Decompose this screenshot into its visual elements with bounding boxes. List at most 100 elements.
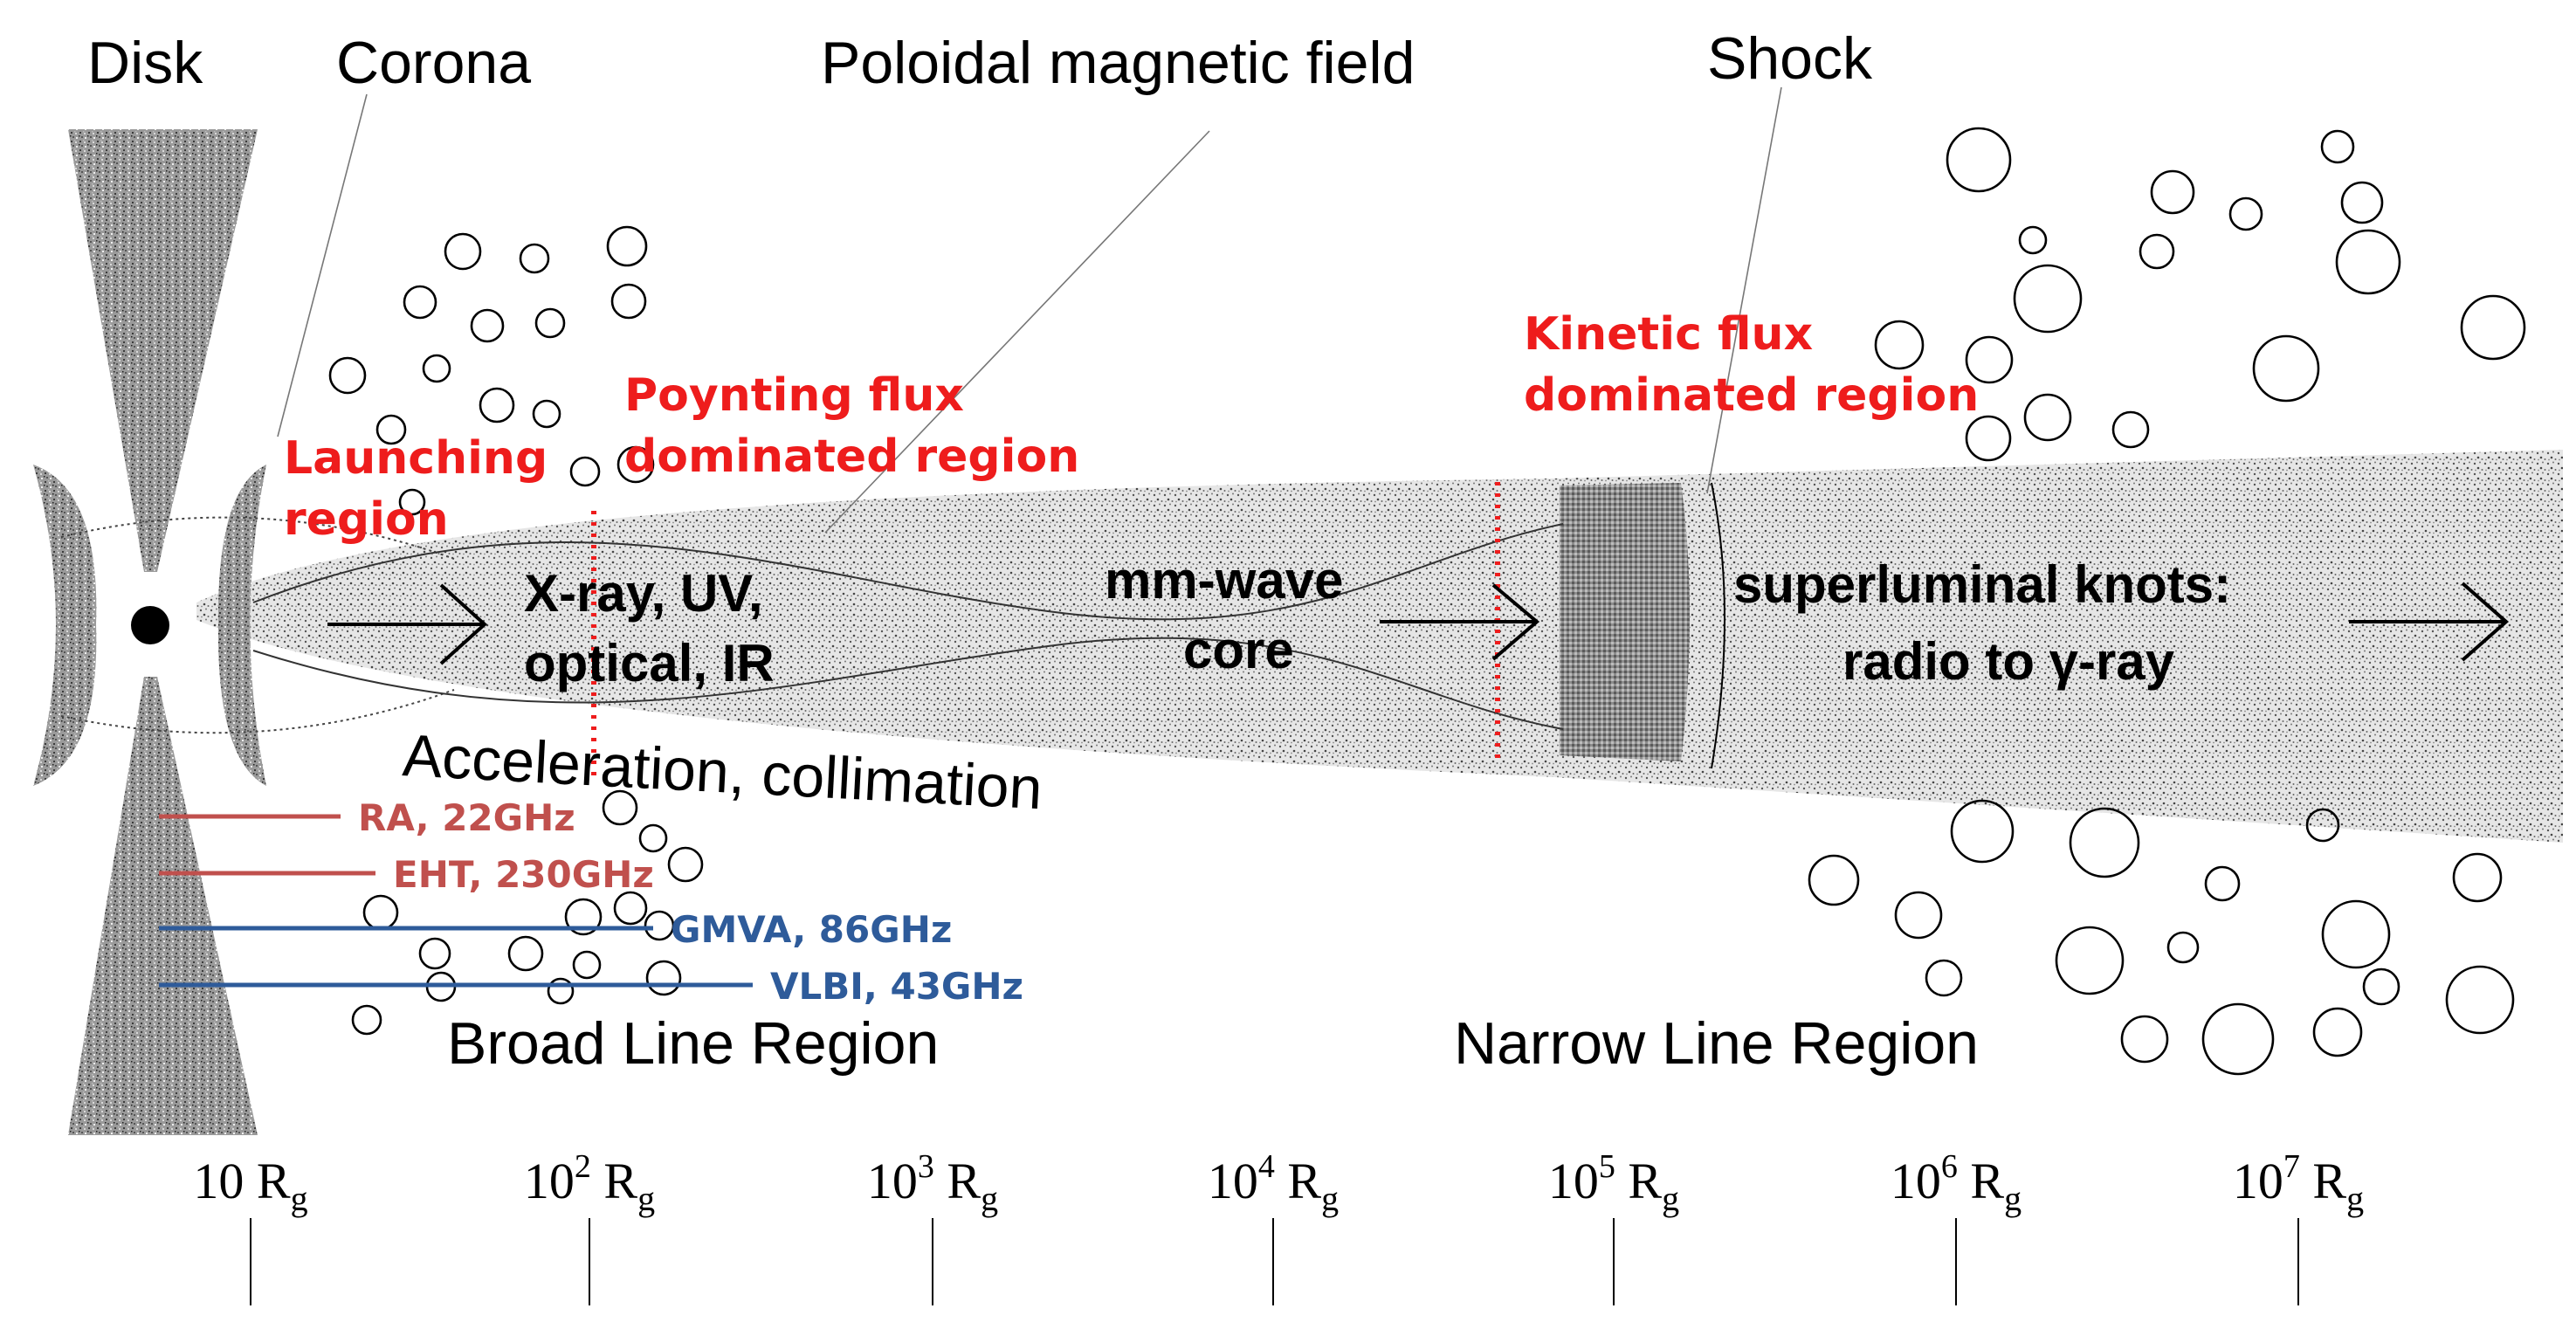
cloud-bubble — [2204, 865, 2241, 902]
cloud-bubble — [2150, 169, 2195, 215]
cloud-bubble — [2340, 181, 2384, 224]
jet-arrows — [327, 582, 2510, 665]
observatory-band-label: VLBI, 43GHz — [770, 965, 1023, 1008]
cloud-bubble — [403, 285, 437, 320]
cloud-bubble — [351, 1004, 382, 1036]
arrow-knots — [2349, 582, 2510, 662]
scale-tick-label: 104 Rg — [1208, 1148, 1339, 1218]
cloud-bubble — [2228, 196, 2263, 231]
corona-label: Corona — [336, 30, 531, 96]
cloud-bubble — [2321, 899, 2391, 969]
shock-label: Shock — [1707, 25, 1873, 92]
cloud-bubble — [1874, 320, 1925, 370]
cloud-bubble — [610, 283, 647, 320]
kinetic-region-label-line1: Kinetic flux — [1524, 308, 1813, 361]
cloud-bubble — [2018, 225, 2048, 255]
emission-knots-line1: superluminal knots: — [1733, 555, 2231, 614]
cloud-bubble — [564, 898, 603, 936]
cloud-bubble — [616, 445, 655, 484]
corona-right — [217, 465, 266, 786]
cloud-bubble — [644, 910, 675, 941]
cloud-bubble — [569, 456, 601, 487]
disk-label: Disk — [87, 30, 203, 96]
scale-tick-label: 105 Rg — [1548, 1148, 1679, 1218]
cloud-bubble — [1894, 891, 1943, 940]
cloud-bubble — [1950, 799, 2015, 864]
cloud-bubble — [534, 307, 566, 339]
cloud-bubble — [2201, 1002, 2275, 1076]
emission-knots-line2: radio to γ-ray — [1842, 632, 2175, 691]
cloud-bubble — [2312, 1007, 2363, 1057]
cloud-bubble — [2166, 931, 2200, 964]
poloidal-pointer — [824, 130, 1210, 534]
kinetic-region-label-line2: dominated region — [1524, 369, 1979, 422]
cloud-bubble — [613, 891, 648, 926]
cloud-bubble — [375, 414, 407, 445]
shock-front-line — [1711, 482, 1725, 769]
disk-upper — [68, 129, 258, 572]
emission-xray-line1: X-ray, UV, — [524, 564, 763, 623]
cloud-bubble — [444, 232, 482, 271]
cloud-bubble — [2120, 1015, 2169, 1064]
poynting-region-label-line1: Poynting flux — [624, 369, 964, 422]
poloidal-field-lines — [60, 516, 455, 734]
cloud-bubble — [1965, 415, 2012, 462]
cloud-bubble — [2362, 967, 2400, 1006]
cloud-bubble — [2252, 334, 2320, 403]
shock-pointer — [1706, 86, 1782, 494]
arrow-core — [1380, 583, 1540, 661]
cloud-bubble — [638, 823, 668, 853]
poloidal-field-curves — [252, 523, 1564, 730]
poynting-region-label-line2: dominated region — [624, 430, 1079, 483]
cloud-bubble — [398, 488, 426, 516]
emission-xray-line2: optical, IR — [524, 634, 775, 692]
cloud-bubble — [2445, 965, 2515, 1035]
cloud-bubble — [418, 937, 451, 970]
scale-tick-label: 10 Rg — [193, 1153, 307, 1218]
cloud-bubble — [667, 846, 704, 883]
narrow-line-region-label: Narrow Line Region — [1454, 1010, 1979, 1077]
black-hole — [131, 606, 169, 644]
cloud-bubble — [470, 308, 505, 343]
cloud-bubble — [2320, 129, 2355, 164]
emission-mm-line1: mm-wave — [1105, 551, 1343, 609]
observatory-band-label: GMVA, 86GHz — [671, 908, 952, 951]
observatory-band-label: EHT, 230GHz — [393, 853, 654, 896]
cloud-bubble — [645, 960, 682, 996]
cloud-bubble — [479, 387, 515, 423]
launching-region-label-line1: Launching — [284, 432, 548, 485]
broad-line-region-label: Broad Line Region — [447, 1010, 939, 1077]
cloud-bubble — [2452, 852, 2503, 903]
pointer-lines — [277, 86, 1782, 534]
cloud-bubble — [532, 399, 561, 429]
cloud-bubble — [2111, 410, 2150, 449]
cloud-bubble — [422, 354, 451, 383]
shock-zone — [1560, 483, 1690, 761]
cloud-bubble — [2055, 926, 2125, 995]
cloud-bubble — [2023, 393, 2072, 442]
cloud-bubble — [2139, 233, 2175, 270]
cloud-bubble — [1808, 854, 1860, 906]
cloud-bubble — [507, 935, 544, 972]
cloud-bubble — [519, 243, 550, 274]
cloud-bubble — [1946, 127, 2012, 193]
cloud-bubble — [362, 894, 399, 931]
cloud-bubble — [602, 789, 638, 826]
emission-mm-line2: core — [1183, 621, 1294, 679]
corona-pointer — [277, 93, 368, 437]
cloud-bubble — [328, 356, 367, 395]
cloud-bubble — [547, 977, 575, 1005]
cloud-bubble — [2069, 807, 2140, 878]
poloidal-field-label: Poloidal magnetic field — [821, 30, 1415, 96]
scale-tick-label: 106 Rg — [1891, 1148, 2022, 1218]
cloud-bubble — [2305, 808, 2340, 843]
scale-tick-label: 102 Rg — [524, 1148, 655, 1218]
launching-region-label-line2: region — [284, 493, 449, 546]
cloud-bubble — [572, 950, 602, 980]
cloud-bubble — [2013, 264, 2083, 334]
arrow-launch — [327, 583, 487, 665]
